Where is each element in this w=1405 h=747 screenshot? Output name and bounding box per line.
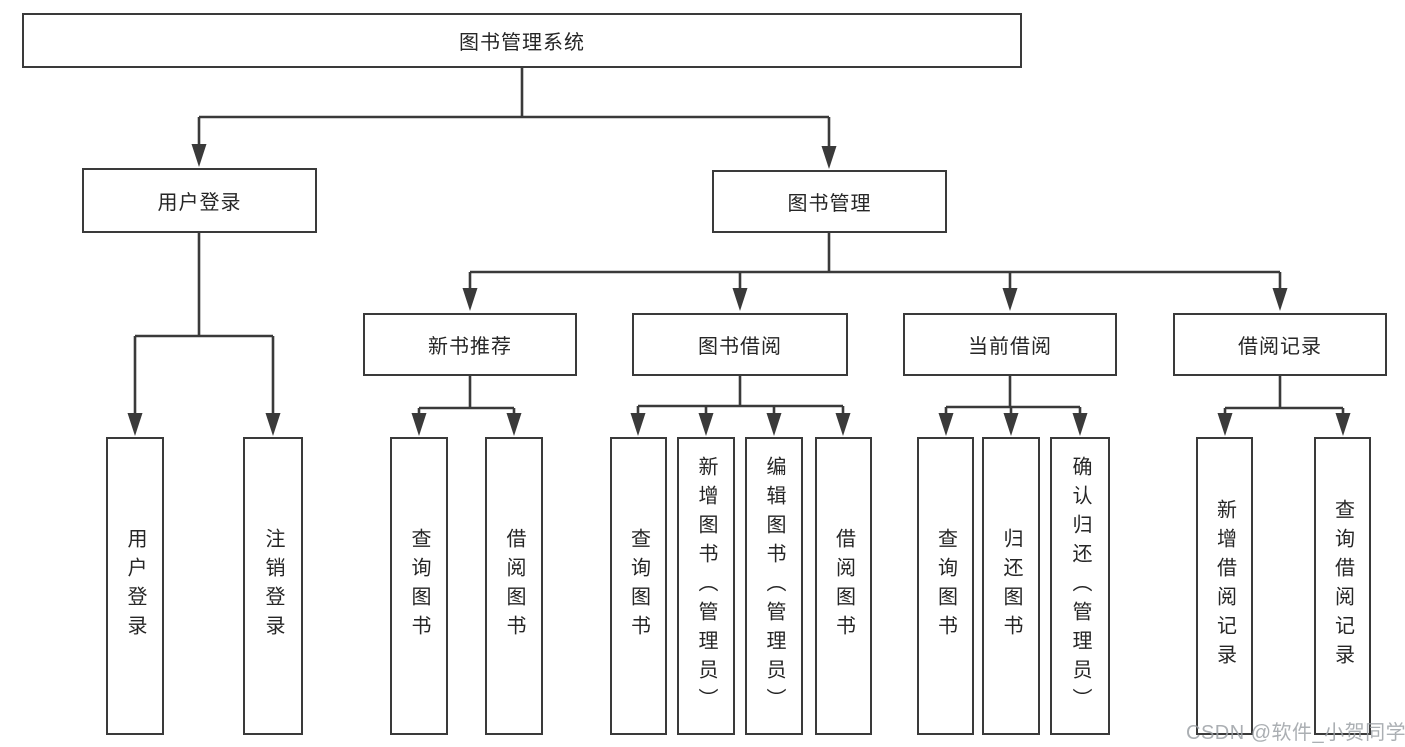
connector-current-to-leaves — [944, 376, 1082, 429]
node-label: 用户登录 — [157, 192, 242, 214]
node-label: 图书管理系统 — [459, 32, 585, 54]
node-book-management: 图书管理 — [712, 170, 947, 233]
node-label: 注销登录 — [262, 528, 284, 644]
node-label: 确认归还（管理员） — [1069, 455, 1091, 717]
node-label: 当前借阅 — [968, 336, 1052, 358]
node-user-login: 用户登录 — [82, 168, 317, 233]
node-label: 查询图书 — [934, 528, 957, 644]
node-label: 查询图书 — [627, 528, 650, 644]
leaf-query-books-2: 查询图书 — [610, 437, 667, 735]
leaf-edit-books-admin: 编辑图书（管理员） — [745, 437, 803, 735]
connector-records-to-leaves — [1223, 376, 1345, 429]
connector-book-mgmt-to-level3 — [468, 233, 1282, 304]
csdn-watermark: CSDN @软件_小贺同学 — [1186, 722, 1405, 744]
node-borrowing-records: 借阅记录 — [1173, 313, 1387, 376]
node-label: 编辑图书（管理员） — [763, 455, 785, 717]
node-new-book-recommendation: 新书推荐 — [363, 313, 577, 376]
node-library-management-system: 图书管理系统 — [22, 13, 1022, 68]
leaf-logout: 注销登录 — [243, 437, 303, 735]
leaf-add-books-admin: 新增图书（管理员） — [677, 437, 735, 735]
connector-user-login-to-leaves — [133, 233, 275, 429]
node-label: 图书管理 — [787, 193, 872, 215]
node-label: 新增借阅记录 — [1213, 499, 1236, 673]
node-label: 借阅记录 — [1238, 336, 1322, 358]
node-label: 新增图书（管理员） — [695, 455, 717, 717]
leaf-confirm-return-admin: 确认归还（管理员） — [1050, 437, 1110, 735]
node-label: 查询图书 — [408, 528, 430, 644]
node-book-borrowing: 图书借阅 — [632, 313, 848, 376]
leaf-return-books: 归还图书 — [982, 437, 1040, 735]
connector-root-to-level2 — [197, 68, 831, 162]
leaf-add-borrow-record: 新增借阅记录 — [1196, 437, 1253, 735]
leaf-query-books-1: 查询图书 — [390, 437, 448, 735]
node-label: 图书借阅 — [698, 336, 782, 358]
node-label: 查询借阅记录 — [1331, 499, 1354, 673]
node-current-borrowing: 当前借阅 — [903, 313, 1117, 376]
connector-borrowing-to-leaves — [636, 376, 845, 429]
node-label: 借阅图书 — [503, 528, 525, 644]
connector-new-rec-to-leaves — [417, 376, 516, 429]
node-label: 借阅图书 — [832, 528, 855, 644]
leaf-borrow-books-2: 借阅图书 — [815, 437, 872, 735]
leaf-user-login: 用户登录 — [106, 437, 164, 735]
leaf-borrow-books-1: 借阅图书 — [485, 437, 543, 735]
node-label: 新书推荐 — [428, 336, 512, 358]
node-label: 归还图书 — [1000, 528, 1022, 644]
node-label: 用户登录 — [124, 528, 146, 644]
leaf-query-books-3: 查询图书 — [917, 437, 974, 735]
leaf-query-borrow-record: 查询借阅记录 — [1314, 437, 1371, 735]
